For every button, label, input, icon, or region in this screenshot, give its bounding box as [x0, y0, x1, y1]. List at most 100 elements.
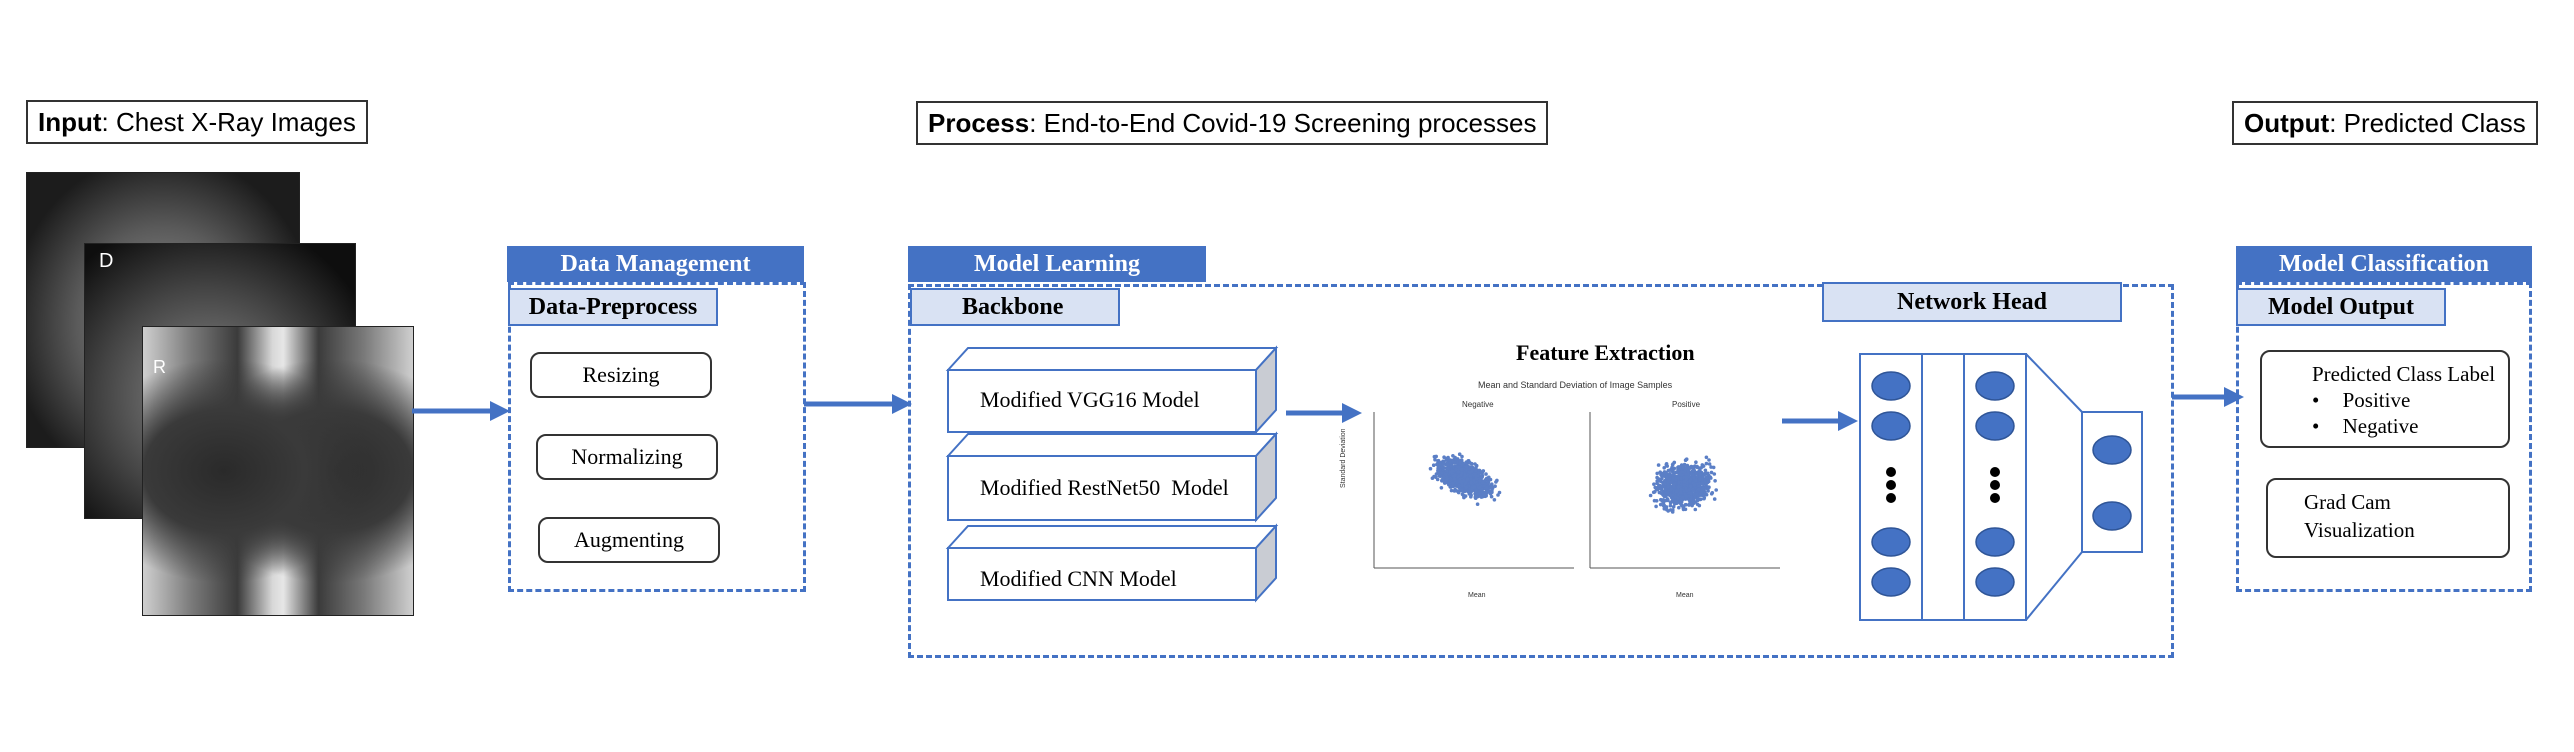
scatter-point: [1698, 477, 1702, 482]
bullet-icon: •: [2312, 414, 2320, 438]
scatter-point: [1465, 462, 1469, 467]
scatter-point: [1458, 460, 1462, 465]
scatter-point: [1662, 470, 1667, 474]
class-negative-item: • Negative: [2312, 414, 2418, 439]
scatter-point: [1669, 468, 1673, 473]
scatter-point: [1662, 494, 1667, 499]
scatter-point: [1678, 490, 1683, 495]
scatter-point: [1709, 465, 1713, 469]
scatter-point: [1466, 489, 1471, 494]
scatter-point: [1691, 489, 1696, 493]
arrow-learning-to-classification: [2172, 387, 2244, 407]
scatter-point: [1692, 476, 1696, 480]
scatter-point: [1677, 505, 1681, 510]
scatter-point: [1648, 493, 1653, 498]
scatter-point: [1431, 463, 1436, 467]
bullet-icon: •: [2312, 388, 2320, 412]
scatter-point: [1458, 479, 1463, 484]
scatter-point: [1475, 502, 1480, 506]
scatter-point: [1699, 497, 1703, 501]
scatter-point: [1446, 466, 1450, 470]
gradcam-card: Grad Cam Visualization: [2266, 478, 2510, 558]
scatter-point: [1450, 469, 1455, 473]
scatter-point: [1663, 479, 1667, 483]
scatter-point: [1668, 503, 1673, 508]
scatter-point: [1704, 475, 1709, 480]
scatter-point: [1439, 486, 1444, 490]
scatter-point: [1452, 476, 1457, 481]
scatter-point: [1445, 477, 1449, 482]
scatter-plots: [1373, 412, 1780, 569]
scatter-point: [1469, 469, 1474, 474]
xray-marker-d: D: [99, 250, 114, 272]
scatter-point: [1484, 485, 1489, 490]
scatter-point: [1658, 484, 1663, 488]
scatter-point: [1451, 484, 1455, 488]
scatter-point: [1665, 490, 1670, 495]
scatter-point: [1456, 470, 1461, 474]
scatter-point: [1442, 460, 1446, 464]
output-header-text: : Predicted Class: [2329, 108, 2526, 138]
scatter-ylabel: Standard Deviation: [1340, 428, 1347, 488]
scatter-point: [1433, 457, 1437, 462]
scatter-point: [1668, 500, 1673, 505]
scatter-point: [1473, 462, 1477, 466]
scatter-point: [1694, 478, 1698, 483]
scatter-point: [1695, 498, 1700, 503]
scatter-point: [1493, 484, 1497, 488]
scatter-point: [1689, 472, 1693, 476]
scatter-point: [1702, 496, 1706, 501]
scatter-point: [1489, 494, 1494, 499]
scatter-point: [1652, 482, 1656, 486]
scatter-point: [1435, 477, 1440, 482]
scatter-point: [1684, 477, 1689, 482]
scatter-point: [1697, 503, 1702, 508]
scatter-point: [1680, 470, 1685, 474]
backbone-model-stack: [945, 345, 1279, 603]
scatter-point: [1712, 472, 1717, 476]
scatter-point: [1448, 483, 1452, 488]
model-learning-box: [908, 284, 2174, 658]
scatter-point: [1468, 474, 1473, 478]
scatter-point: [1478, 478, 1482, 483]
scatter-point: [1709, 470, 1714, 475]
backbone-label: Backbone: [910, 288, 1120, 326]
gradcam-line-2: Visualization: [2304, 518, 2415, 542]
scatter-point: [1707, 458, 1711, 462]
scatter-point: [1677, 480, 1682, 484]
scatter-point: [1704, 461, 1709, 466]
scatter-point: [1700, 481, 1705, 486]
scatter-point: [1688, 479, 1692, 483]
scatter-point: [1656, 463, 1661, 467]
scatter-point: [1444, 469, 1449, 473]
scatter-point: [1713, 479, 1717, 483]
scatter-point: [1692, 500, 1696, 504]
scatter-point: [1674, 489, 1679, 494]
scatter-point: [1463, 473, 1467, 478]
scatter-point: [1428, 466, 1433, 471]
scatter-point: [1688, 497, 1693, 502]
scatter-point: [1673, 499, 1678, 503]
scatter-point: [1707, 462, 1712, 466]
arrow-input-to-data-management: [412, 401, 510, 421]
scatter-point: [1657, 479, 1662, 483]
scatter-point: [1490, 488, 1494, 493]
scatter-point: [1666, 485, 1670, 489]
scatter-plot-title: Mean and Standard Deviation of Image Sam…: [1478, 380, 1673, 390]
scatter-point: [1704, 482, 1708, 486]
scatter-point: [1490, 482, 1494, 486]
scatter-point: [1450, 481, 1455, 485]
scatter-point: [1460, 454, 1464, 459]
scatter-point: [1453, 487, 1457, 492]
scatter-point: [1681, 507, 1686, 512]
scatter-point: [1676, 485, 1681, 489]
scatter-point: [1435, 462, 1439, 467]
scatter-point: [1479, 470, 1483, 475]
scatter-point: [1684, 494, 1688, 498]
scatter-point: [1704, 455, 1709, 460]
output-header: Output: Predicted Class: [2232, 101, 2538, 145]
scatter-point: [1669, 487, 1674, 491]
scatter-point: [1703, 471, 1707, 476]
xray-marker-r: R: [153, 357, 166, 377]
scatter-point: [1474, 477, 1479, 481]
